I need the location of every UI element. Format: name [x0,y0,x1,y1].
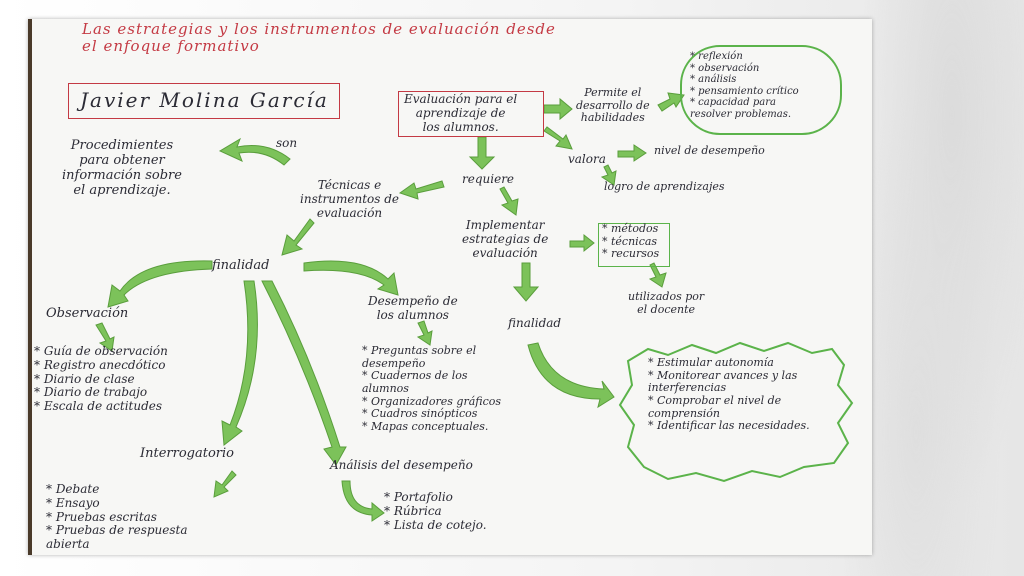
node-metodos: * métodos * técnicas * recursos [602,222,660,261]
arrow-evaluacion-permite [543,97,573,121]
arrow-observacion-list [95,322,115,352]
objetivos-burst [618,341,854,483]
link-son: son [276,136,298,150]
objetivos-list: * Estimular autonomía * Monitorear avanc… [648,356,810,433]
node-observacion: Observación [46,306,129,321]
arrow-finalidad-observacion [107,260,213,308]
node-permite: Permite el desarrollo de habilidades [576,86,650,125]
node-procedimientos: Procedimientes para obtener información … [62,138,182,198]
arrow-evaluacion-requiere [468,136,496,170]
arrow-son-procedimientos [218,137,291,166]
habilidades-list: * reflexión * observación * análisis * p… [690,51,799,120]
arrow-interrogatorio-list [213,470,237,498]
arrow-finalidad-objetivos [527,342,615,409]
arrow-finalidad-analisis [261,280,347,466]
node-evaluacion: Evaluación para el aprendizaje de los al… [404,92,518,134]
arrow-layer [95,92,854,522]
arrow-requiere-tecnicas [398,180,445,200]
arrow-finalidad-desempeno [303,260,399,296]
evaluacion-box [398,91,544,137]
link-finalidad-center: finalidad [212,258,270,273]
node-desempeno: Desempeño de los alumnos [368,294,458,322]
arrow-implementar-finalidad [512,262,540,302]
arrow-valora-logro [600,164,617,186]
analisis-list: * Portafolio * Rúbrica * Lista de cotejo… [384,490,487,532]
arrow-evaluacion-valora [543,126,573,150]
node-interrogatorio: Interrogatorio [140,446,235,461]
node-utilizados: utilizados por el docente [628,290,705,316]
arrow-implementar-metodos [569,233,595,253]
arrow-requiere-implementar [499,186,519,216]
link-valora: valora [568,152,606,166]
node-logro: logro de aprendizajes [604,180,725,193]
metodos-box [598,223,670,267]
desempeno-list: * Preguntas sobre el desempeño * Cuadern… [362,344,502,433]
node-tecnicas: Técnicas e instrumentos de evaluación [300,178,400,220]
arrow-tecnicas-finalidad [281,218,315,256]
arrow-finalidad-interrogatorio [221,280,258,446]
arrow-valora-nivel [617,144,647,162]
node-implementar: Implementar estrategias de evaluación [462,218,549,260]
observacion-list: * Guía de observación * Registro anecdót… [34,344,168,414]
arrow-analisis-list [341,480,385,522]
map-title: Las estrategias y los instrumentos de ev… [82,20,556,56]
node-nivel: nivel de desempeño [654,144,765,157]
concept-map-sheet: Las estrategias y los instrumentos de ev… [28,19,872,555]
arrow-metodos-utilizados [648,262,667,288]
arrow-desempeno-list [416,320,433,346]
author-name: Javier Molina García [80,88,329,112]
habilidades-cloud [680,45,842,135]
background-map-watermark [844,0,1024,576]
link-requiere: requiere [462,172,515,186]
interrogatorio-list: * Debate * Ensayo * Pruebas escritas * P… [46,482,188,552]
author-box [68,83,340,119]
node-analisis: Análisis del desempeño [330,458,473,472]
link-finalidad-right: finalidad [508,316,562,330]
